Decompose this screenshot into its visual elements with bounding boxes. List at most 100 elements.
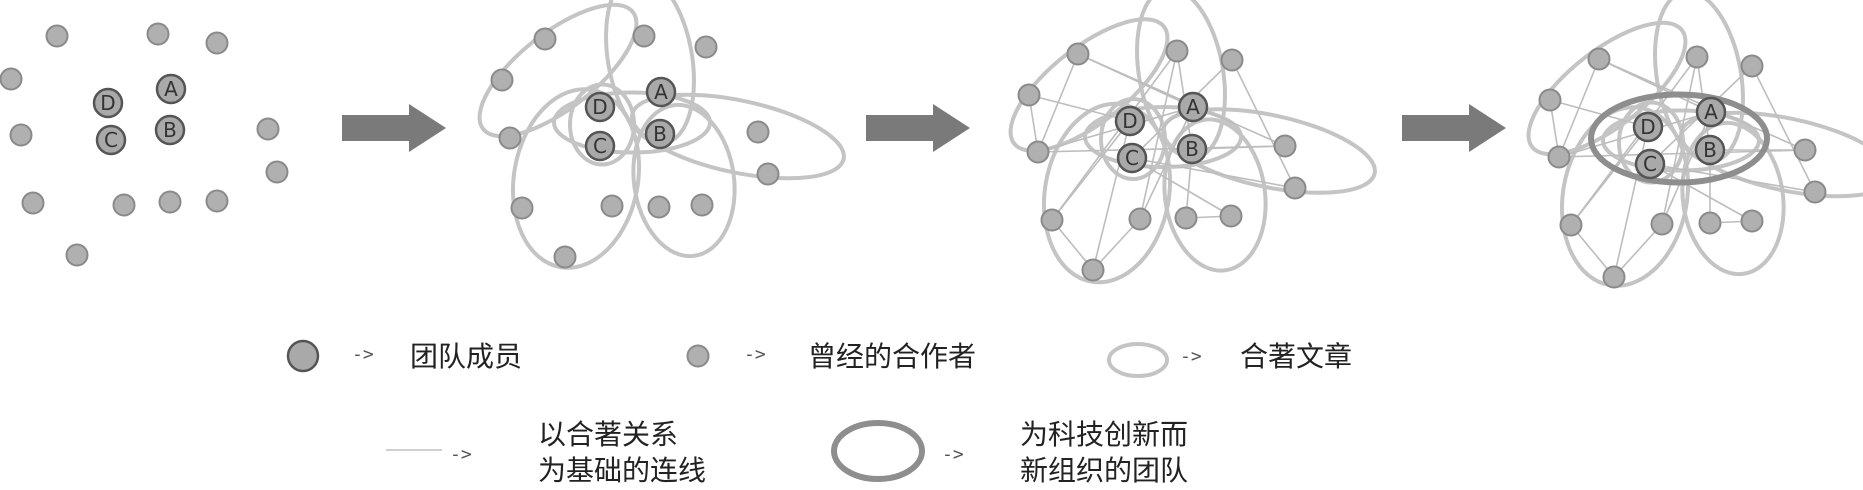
collaborator-node [510,196,534,220]
collaborator-node [45,24,69,48]
paper-ellipse-icon [1107,342,1169,378]
member-label: D [1640,115,1655,139]
team-ellipse-icon [831,420,925,482]
collaborator-node [1219,204,1243,228]
member-node [1695,96,1727,128]
member-label: C [1643,152,1657,176]
member-node [1632,111,1664,143]
member-label: A [1186,95,1200,119]
member-label: D [592,95,607,119]
link-line [1028,94,1131,122]
link-line [1131,157,1296,189]
block-arrow-icon [1402,104,1506,152]
link-line [1037,106,1194,153]
member-node [584,91,616,123]
collaborator-node [1740,209,1764,233]
collaborator-node [65,243,89,267]
legend-collaborator-label: 曾经的合作者 [808,340,977,373]
member-node [92,87,124,119]
member-node [1634,148,1666,180]
link-line [1139,106,1194,220]
link-line [1570,56,1698,226]
member-label: B [653,122,667,146]
collaborator-node [9,123,33,147]
collaborator-node [533,27,557,51]
collaborator-node [1174,206,1198,230]
collaborator-node [600,194,624,218]
block-arrow-icon [866,104,970,152]
collaborator-node [553,245,577,269]
link-line [1549,99,1649,128]
collaborator-node [1017,83,1041,107]
legend-arrow: -> [1180,346,1202,367]
collaborator-node [112,193,136,217]
paper-ellipse [1099,97,1167,181]
collaborator-node [1587,47,1611,71]
link-line [1751,65,1816,193]
member-label: C [104,128,118,152]
collaborator-node [1273,134,1297,158]
member-label: A [1704,100,1718,124]
legend-arrow: -> [744,344,766,365]
link-line [1649,163,1816,193]
member-node-icon [286,339,320,373]
collaborator-node [1650,212,1674,236]
paper-ellipse [1083,105,1243,169]
member-label: C [593,134,607,158]
collaborator-node [756,162,780,186]
member-node [1116,142,1148,174]
member-node [645,76,677,108]
collaborator-node [256,117,280,141]
collaborator-node [1803,180,1827,204]
collaborator-node [205,31,229,55]
member-label: B [1703,138,1717,162]
paper-ellipse [568,82,636,167]
collaborator-node [1793,138,1817,162]
legend-team-label-1: 为科技创新而 [1020,418,1189,451]
collaborator-node [1685,45,1709,69]
member-node [1694,134,1726,166]
member-node [644,118,676,150]
collaborator-node [498,126,522,150]
member-label: D [100,91,115,115]
paper-ellipse [552,90,712,155]
link-line [1131,157,1232,217]
collaborator-node [746,120,770,144]
link-line-icon [386,449,442,451]
collaborator-node [265,160,289,184]
collaborator-node [1066,42,1090,66]
collaborator-node [490,68,514,92]
collaborator-node [158,190,182,214]
link-line [1051,50,1178,221]
member-node [1176,133,1208,165]
member-label: D [1122,109,1137,133]
member-label: A [164,77,178,101]
member-label: B [1185,137,1199,161]
paper-ellipse [1041,101,1173,285]
panel-4: AB CD [1526,0,1863,289]
legend-arrow: -> [942,444,964,465]
member-node [1177,91,1209,123]
link-line [1649,163,1753,222]
legend-team-label-2: 新组织的团队 [1020,454,1189,487]
paper-ellipse [1601,108,1761,173]
collaborator-node [694,35,718,59]
link-line [1037,53,1079,153]
collaborator-node [1165,39,1189,63]
member-node [155,73,187,105]
member-label: A [654,80,668,104]
collaborator-node [632,24,656,48]
member-node [95,124,127,156]
collaborator-node [647,195,671,219]
member-node [154,114,186,146]
collaborator-node [1538,88,1562,112]
member-node [584,130,616,162]
collaborator-node [1602,265,1626,289]
link-line [1661,56,1698,225]
link-line [1661,111,1712,225]
paper-ellipse [1680,120,1786,277]
collaborator-node [1547,145,1571,169]
panel-2: AB CD [477,0,846,270]
legend-member-label: 团队成员 [410,340,523,373]
